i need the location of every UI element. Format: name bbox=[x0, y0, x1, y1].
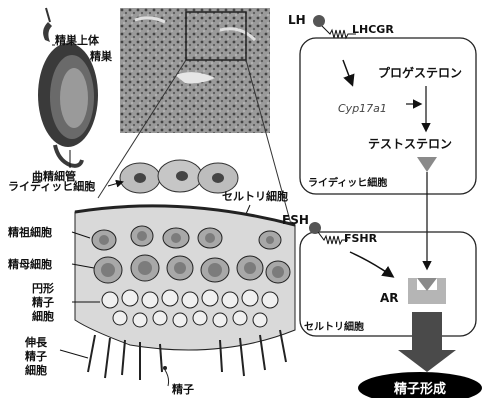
spermatogenesis-output-label: 精子形成 bbox=[394, 381, 446, 397]
round-spermatid-label-line2: 精子 bbox=[32, 295, 54, 309]
seminiferous-epithelium bbox=[75, 206, 295, 386]
lhcgr-label: LHCGR bbox=[352, 23, 394, 36]
leydig-cell-label: ライディッヒ細胞 bbox=[8, 179, 95, 193]
fsh-ball-icon bbox=[309, 222, 321, 234]
sertoli-cell-label: セルトリ細胞 bbox=[222, 189, 288, 203]
elongated-spermatid-label-line1: 伸長 bbox=[24, 335, 48, 349]
ar-label: AR bbox=[380, 291, 399, 305]
epididymis-label: 精巣上体 bbox=[55, 33, 100, 47]
fsh-label: FSH bbox=[282, 213, 309, 227]
testosterone-label: テストステロン bbox=[368, 137, 452, 151]
round-spermatid-label-line1: 円形 bbox=[32, 282, 54, 295]
elongated-spermatid-label-line3: 細胞 bbox=[25, 363, 47, 377]
leydig-cells bbox=[120, 160, 238, 193]
sperm-label: 精子 bbox=[172, 382, 194, 396]
sertoli-cell-box bbox=[300, 232, 476, 336]
leydig-cell-box-label: ライディッヒ細胞 bbox=[308, 176, 387, 189]
cyp17a1-label: Cyp17a1 bbox=[338, 102, 387, 115]
fshr-label: FSHR bbox=[344, 232, 378, 245]
tissue-micrograph bbox=[120, 8, 270, 133]
testis-illustration bbox=[38, 8, 98, 166]
lhcgr-receptor-icon bbox=[322, 26, 356, 38]
progesterone-label: プロゲステロン bbox=[378, 65, 462, 80]
spermatogenesis-arrow bbox=[398, 312, 456, 372]
elongated-spermatid-label-line2: 精子 bbox=[25, 349, 47, 363]
testis-label: 精巣 bbox=[90, 49, 113, 63]
spermatocyte-label: 精母細胞 bbox=[8, 257, 52, 271]
round-spermatid-label-line3: 細胞 bbox=[32, 309, 54, 323]
spermatogonia-label: 精祖細胞 bbox=[8, 225, 52, 239]
leydig-cell-box bbox=[300, 38, 476, 194]
lh-ball-icon bbox=[313, 15, 325, 27]
sertoli-cell-box-label: セルトリ細胞 bbox=[304, 320, 364, 333]
lh-label: LH bbox=[288, 13, 306, 27]
testosterone-triangle-icon bbox=[417, 157, 437, 172]
